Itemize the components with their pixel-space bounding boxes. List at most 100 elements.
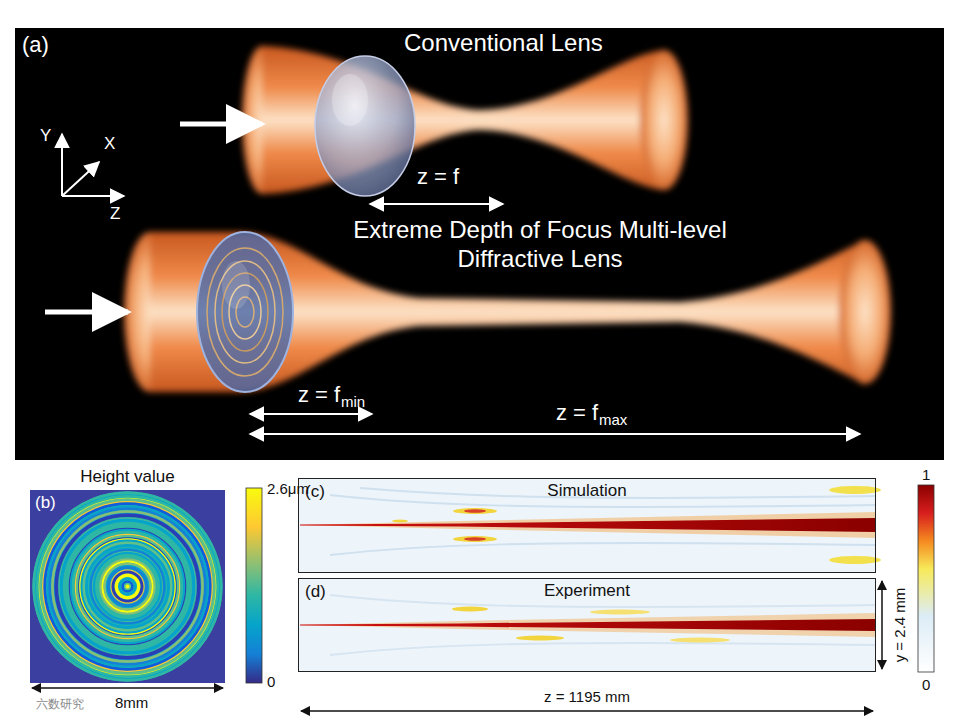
dimension-label: 8mm (115, 694, 148, 712)
height-ring (79, 538, 176, 635)
height-ring (100, 559, 154, 613)
axis-y (61, 134, 63, 196)
side-lobe (590, 610, 650, 615)
figure-panel: (a) (15, 28, 944, 460)
height-ring (91, 550, 165, 624)
height-center (126, 585, 130, 589)
height-ring (120, 579, 136, 595)
height-ring (111, 570, 143, 602)
height-ring (60, 519, 195, 654)
distance-arrow (250, 413, 372, 415)
axis-label: Z (110, 204, 120, 224)
height-ring (56, 515, 198, 657)
height-ring (65, 524, 191, 650)
distance-arrow (250, 433, 860, 435)
intensity-plot (298, 478, 881, 573)
colorbar-tick: 0 (267, 673, 275, 691)
panel-background (15, 28, 944, 460)
height-ring (36, 495, 219, 678)
height-ring (50, 509, 206, 665)
height-ring (47, 506, 207, 666)
colorbar-tick: 1 (922, 466, 930, 484)
axes (62, 134, 124, 196)
height-ring (105, 564, 151, 610)
panel-label: (b) (35, 493, 56, 513)
colorbar (246, 488, 262, 683)
plot-panel: (d)Experiment (298, 578, 876, 672)
height-ring (69, 528, 185, 644)
dimension-arrow (881, 581, 883, 669)
height-ring (113, 572, 142, 601)
distance-label: z = f (556, 400, 598, 426)
axis-label: Y (40, 126, 51, 146)
height-ring (71, 530, 184, 643)
height-map-disc (33, 492, 223, 682)
height-map-panel: Height value(b) (30, 490, 225, 683)
side-lobe (464, 537, 486, 541)
intensity-plot (298, 578, 876, 672)
height-ring (116, 575, 138, 597)
height-ring (89, 548, 165, 624)
conventional-lens (315, 56, 415, 196)
incident-arrow (180, 122, 262, 127)
diffractive-lens (197, 232, 293, 392)
focal-line (300, 619, 876, 631)
height-ring (93, 552, 162, 621)
height-ring (52, 511, 202, 661)
panel-label: Height value (30, 467, 225, 487)
panel-label: Experiment (299, 581, 875, 601)
height-ring (86, 545, 168, 627)
height-ring (125, 584, 130, 589)
height-ring (73, 532, 182, 641)
panel-label: (a) (22, 32, 49, 58)
height-ring (84, 543, 171, 630)
beam-glow (300, 613, 876, 637)
height-map-rings (33, 492, 223, 682)
side-lobe (453, 508, 497, 514)
height-ring (67, 526, 189, 648)
panel-label: Simulation (299, 481, 875, 501)
dimension-arrow (301, 710, 873, 712)
beam-glow (300, 512, 876, 538)
height-ring (123, 582, 133, 592)
dimension-arrow (32, 687, 223, 689)
watermark: 六数研究 (36, 697, 84, 711)
colorbar (918, 485, 934, 672)
lens-highlight (332, 74, 368, 126)
light-beam (242, 46, 688, 194)
plot-background (298, 578, 876, 672)
height-ring (34, 493, 222, 681)
side-lobe (464, 509, 486, 513)
colorbar-tick: 0 (922, 676, 930, 694)
lens-disc (197, 232, 293, 392)
subscript: max (599, 411, 627, 429)
axis-label: X (104, 134, 115, 154)
side-lobe (453, 536, 497, 542)
beam-end (839, 240, 891, 384)
height-ring (97, 556, 158, 617)
beam-end (640, 50, 688, 190)
height-ring (45, 504, 211, 670)
distance-label: z = f (417, 164, 459, 190)
height-ring (37, 496, 218, 677)
side-lobe (392, 520, 408, 523)
height-ring (55, 514, 200, 659)
subscript: min (341, 393, 365, 411)
height-ring (102, 561, 152, 611)
height-ring (82, 541, 174, 633)
focal-line (300, 518, 876, 532)
incident-arrow (45, 310, 128, 315)
height-map-background (30, 490, 225, 683)
height-ring (107, 566, 149, 608)
lens-ring (207, 248, 283, 376)
axis-x (62, 162, 99, 196)
side-lobe (516, 636, 564, 641)
colorbar-tick: 2.6μm (267, 480, 309, 498)
side-lobe (452, 607, 488, 612)
height-ring (94, 553, 161, 620)
distance-arrow (370, 203, 503, 205)
lens-ring (215, 261, 275, 363)
dimension-label: y = 2.4 mm (891, 588, 909, 663)
